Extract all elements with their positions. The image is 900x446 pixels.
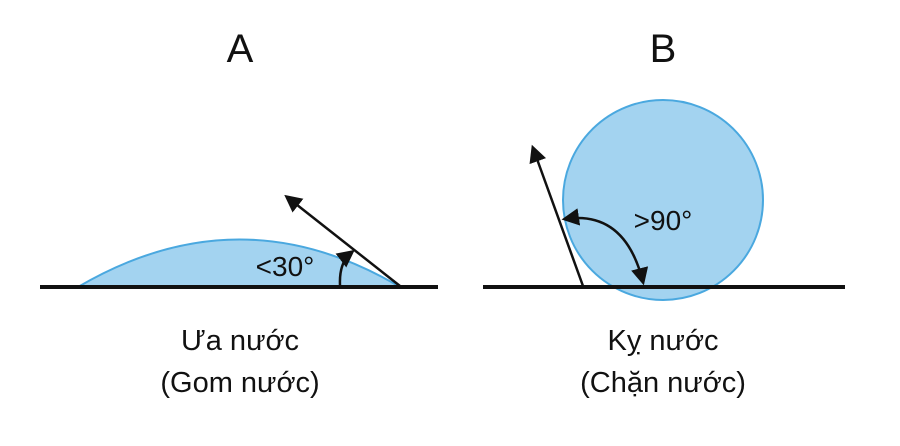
panel-a-caption-line1: Ưa nước bbox=[181, 325, 299, 357]
panel-b: B >90° Kỵ nước (Chặn nước) bbox=[483, 27, 845, 399]
panel-a-tangent-arrow bbox=[284, 194, 401, 287]
panel-b-droplet bbox=[562, 99, 764, 301]
panel-a-title: A bbox=[227, 27, 254, 71]
panel-b-angle-arc-arrow bbox=[561, 208, 649, 286]
panel-a: A <30° Ưa nước (Gom nước) bbox=[40, 27, 438, 399]
panel-b-angle-label: >90° bbox=[634, 205, 693, 236]
panel-b-title: B bbox=[650, 27, 677, 71]
panel-a-caption-line2: (Gom nước) bbox=[160, 367, 319, 399]
panel-a-angle-label: <30° bbox=[256, 251, 315, 282]
panel-a-angle-arc-arrow bbox=[335, 249, 355, 286]
panel-b-caption-line1: Kỵ nước bbox=[608, 325, 719, 357]
panel-a-droplet bbox=[74, 238, 404, 288]
panel-b-caption-line2: (Chặn nước) bbox=[580, 367, 746, 399]
